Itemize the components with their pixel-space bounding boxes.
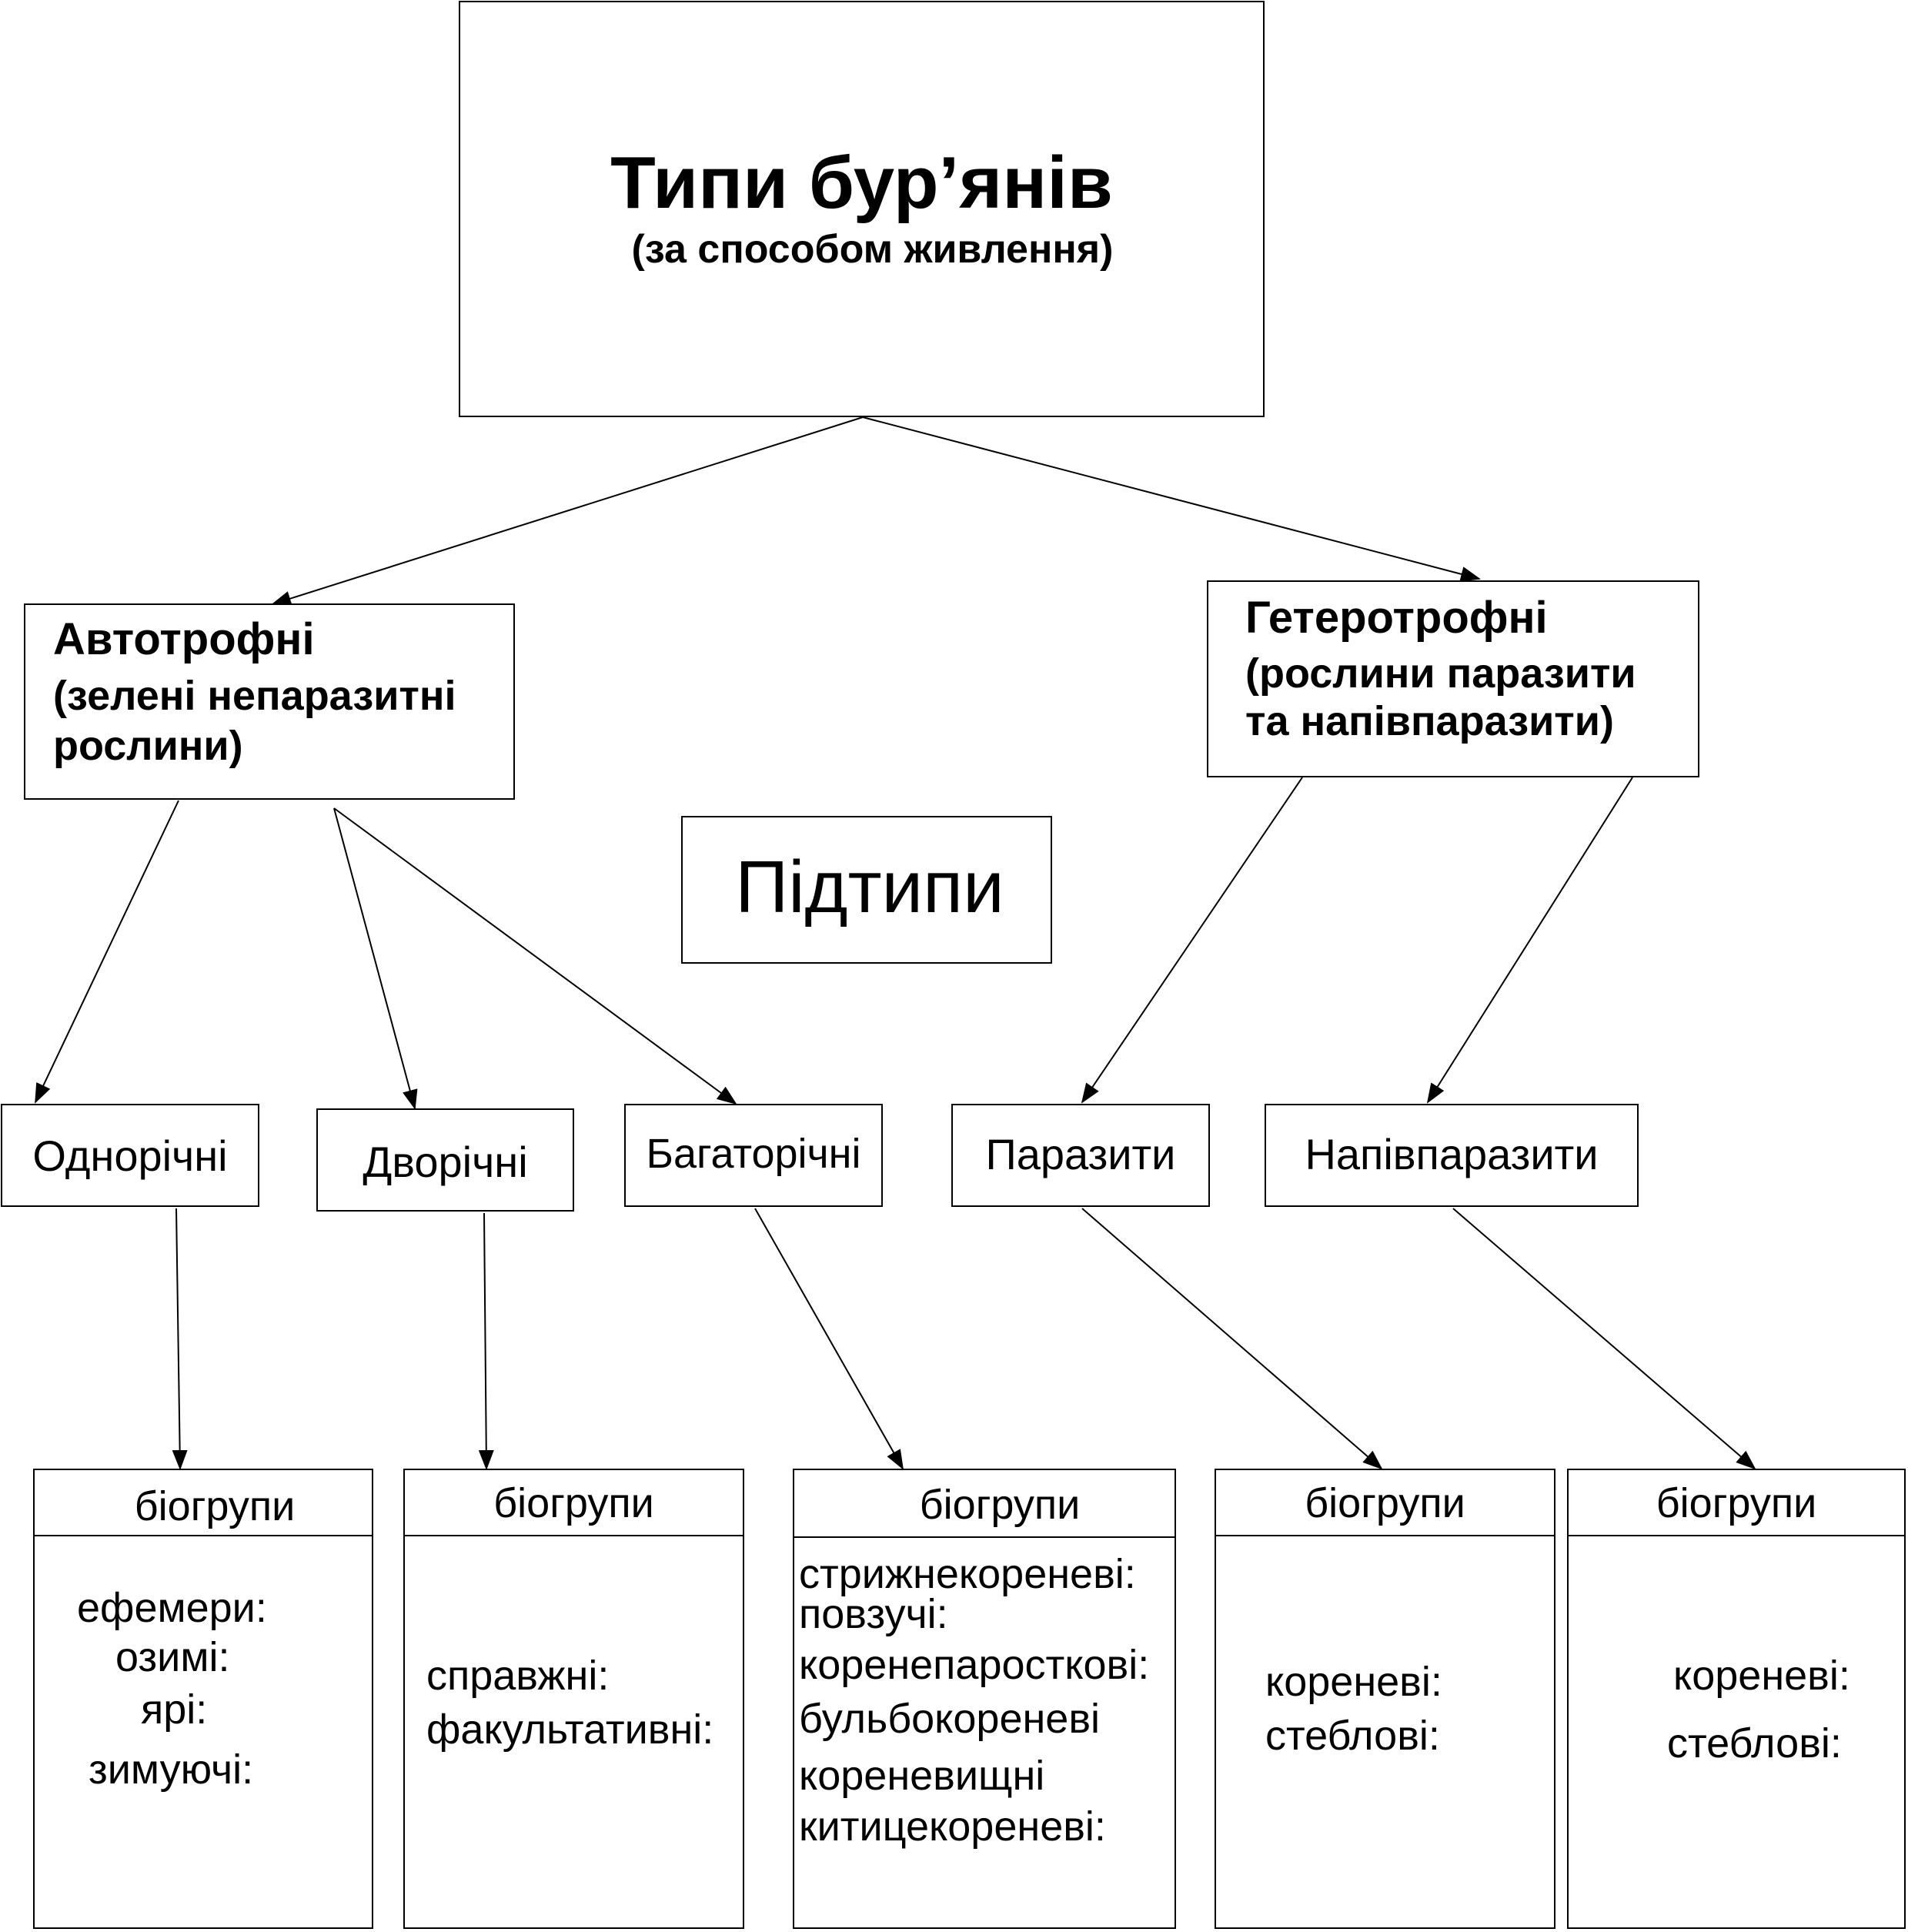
biogroup-box-parasites: біогрупи кореневі: стеблові: — [1215, 1469, 1555, 1929]
heterotrophic-box: Гетеротрофні (рослини паразити та напівп… — [1207, 580, 1699, 777]
heterotrophic-line-1: (рослини паразити — [1245, 650, 1636, 697]
biogroup-item: кореневі: — [1265, 1659, 1442, 1705]
biogroup-item: ефемери: — [77, 1585, 267, 1631]
biogroup-item: китицекореневі: — [799, 1803, 1106, 1850]
subtype-label-perennial: Багаторічні — [646, 1131, 861, 1177]
root-subtitle: (за способом живлення) — [631, 227, 1114, 272]
arrow-semiparasites-to-biogroups — [1452, 1208, 1756, 1470]
biogroup-item: бульбокореневі — [799, 1696, 1101, 1742]
autotrophic-title: Автотрофні — [53, 614, 315, 664]
biogroup-box-biennial: біогрупи справжні: факультативні: — [403, 1469, 744, 1929]
subtypes-label-box: Підтипи — [681, 816, 1052, 964]
biogroup-box-semiparasites: біогрупи кореневі: стеблові: — [1567, 1469, 1906, 1929]
heterotrophic-title: Гетеротрофні — [1245, 593, 1548, 643]
arrow-autotrophic-to-annual — [35, 800, 179, 1104]
subtype-box-annual: Однорічні — [1, 1104, 259, 1207]
root-title: Типи бур’янів — [610, 142, 1113, 224]
biogroup-item: зимуючі: — [89, 1746, 254, 1793]
biogroup-item: повзучі: — [799, 1591, 948, 1637]
biogroup-divider — [35, 1535, 372, 1536]
subtype-box-semiparasites: Напівпаразити — [1265, 1104, 1639, 1207]
autotrophic-line-1: (зелені непаразитні — [53, 673, 456, 719]
arrow-heterotrophic-to-semiparasites — [1426, 777, 1633, 1104]
biogroup-header: біогрупи — [134, 1483, 296, 1529]
biogroup-item: кореневищні — [799, 1753, 1045, 1799]
subtypes-label: Підтипи — [735, 846, 1004, 928]
biogroup-item: факультативні: — [426, 1706, 714, 1753]
biogroup-item: стеблові: — [1265, 1713, 1440, 1759]
biogroup-box-perennial: біогрупи стрижнекореневі: повзучі: корен… — [793, 1469, 1176, 1929]
biogroup-item: справжні: — [426, 1653, 610, 1699]
root-box: Типи бур’янів (за способом живлення) — [459, 1, 1265, 417]
subtype-label-semiparasites: Напівпаразити — [1305, 1130, 1599, 1178]
biogroup-item: озимі: — [115, 1634, 230, 1680]
heterotrophic-line-2: та напівпаразити) — [1245, 698, 1614, 744]
subtype-label-parasites: Паразити — [985, 1130, 1176, 1178]
subtype-box-parasites: Паразити — [951, 1104, 1210, 1207]
biogroup-item: стрижнекореневі: — [799, 1551, 1136, 1597]
arrow-annual-to-biogroups — [172, 1208, 188, 1470]
arrow-biennial-to-biogroups — [478, 1212, 494, 1470]
arrow-perennial-to-biogroups — [754, 1208, 904, 1470]
subtype-box-biennial: Дворічні — [316, 1108, 574, 1212]
arrow-root-to-heterotrophic — [862, 416, 1481, 582]
biogroup-item: кореневі: — [1673, 1653, 1850, 1699]
biogroup-divider — [794, 1536, 1175, 1538]
biogroup-header: біогрупи — [1656, 1480, 1817, 1526]
biogroup-item: стеблові: — [1667, 1720, 1842, 1767]
autotrophic-line-2: рослини) — [53, 723, 243, 769]
arrow-heterotrophic-to-parasites — [1081, 777, 1303, 1104]
autotrophic-box: Автотрофні (зелені непаразитні рослини) — [24, 603, 515, 800]
arrow-autotrophic-to-biennial — [333, 807, 418, 1110]
arrow-parasites-to-biogroups — [1081, 1208, 1383, 1470]
subtype-box-perennial: Багаторічні — [624, 1104, 883, 1207]
biogroup-divider — [1216, 1535, 1554, 1536]
biogroup-item: ярі: — [141, 1686, 208, 1733]
arrow-root-to-autotrophic — [271, 416, 864, 607]
biogroup-item: коренепаросткові: — [799, 1642, 1150, 1688]
biogroup-box-annual: біогрупи ефемери: озимі: ярі: зимуючі: — [33, 1469, 373, 1929]
biogroup-header: біогрупи — [493, 1480, 654, 1526]
biogroup-divider — [1569, 1535, 1904, 1536]
biogroup-divider — [405, 1535, 743, 1536]
arrow-autotrophic-to-perennial — [333, 807, 737, 1105]
subtype-label-annual: Однорічні — [32, 1131, 228, 1180]
subtype-label-biennial: Дворічні — [363, 1138, 528, 1186]
biogroup-header: біогрупи — [919, 1482, 1081, 1528]
biogroup-header: біогрупи — [1305, 1480, 1465, 1526]
